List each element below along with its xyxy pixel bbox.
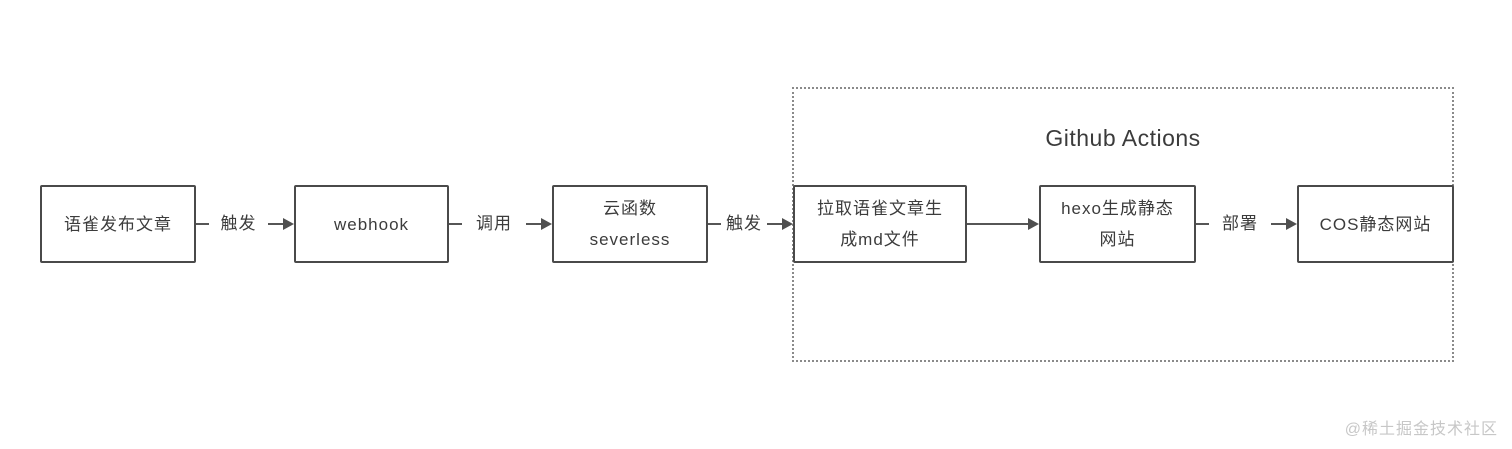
edge-line-stub — [196, 222, 209, 226]
edge-cloud-function-to-pull-md: 触发 — [708, 214, 793, 233]
group-title: Github Actions — [1045, 125, 1201, 151]
node-cloud-function: 云函数 severless — [552, 185, 708, 263]
edge-hexo-build-to-cos-site: 部署 — [1196, 214, 1297, 233]
node-label-line1: hexo生成静态 — [1061, 199, 1174, 218]
edge-line-stub — [449, 222, 462, 226]
edge-pull-md-to-hexo-build — [967, 217, 1039, 231]
node-label-line1: 拉取语雀文章生 — [817, 199, 943, 218]
node-label: webhook — [333, 214, 410, 234]
edge-label: 调用 — [476, 214, 512, 233]
watermark: @稀土掘金技术社区 — [1344, 421, 1498, 438]
arrow-right-icon — [767, 218, 793, 230]
arrow-right-icon — [967, 218, 1039, 230]
node-label-line2: 成md文件 — [840, 230, 920, 249]
node-label: COS静态网站 — [1319, 214, 1432, 234]
node-label-line2: 网站 — [1099, 230, 1136, 249]
node-hexo-build: hexo生成静态 网站 — [1039, 185, 1196, 263]
node-webhook: webhook — [294, 185, 449, 263]
edge-label: 触发 — [220, 214, 257, 233]
edge-yuque-to-webhook: 触发 — [196, 214, 294, 233]
arrow-right-icon — [1271, 218, 1297, 230]
edge-line-stub — [708, 222, 721, 226]
edge-label: 部署 — [1222, 214, 1258, 233]
edge-line-stub — [1196, 222, 1209, 226]
node-label: 语雀发布文章 — [64, 214, 172, 234]
node-label-line2: severless — [589, 230, 671, 249]
edge-label: 触发 — [726, 214, 762, 233]
node-cos-site: COS静态网站 — [1297, 185, 1454, 263]
edge-webhook-to-cloud-function: 调用 — [449, 214, 552, 233]
node-pull-md: 拉取语雀文章生 成md文件 — [793, 185, 967, 263]
node-yuque-publish: 语雀发布文章 — [40, 185, 196, 263]
arrow-right-icon — [268, 218, 294, 230]
node-label-line1: 云函数 — [603, 199, 657, 218]
arrow-right-icon — [526, 218, 552, 230]
